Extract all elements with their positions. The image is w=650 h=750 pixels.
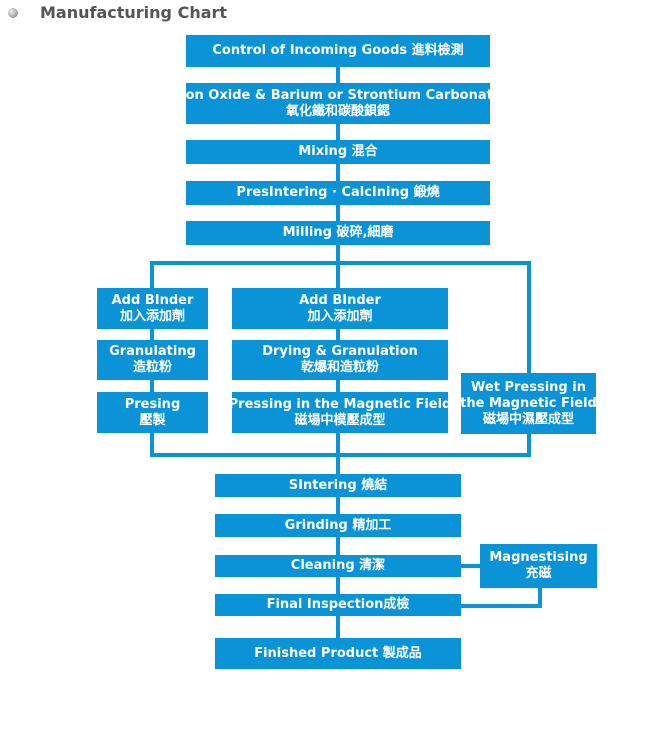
step-label-zh: 磁場中模壓成型 — [294, 412, 386, 428]
step-sintering: SIntering 燒結 — [215, 474, 461, 497]
step-label: Finished Product 製成品 — [254, 645, 422, 661]
step-presintering: PresIntering · CalcIning 鍛燒 — [186, 181, 490, 205]
connector-mid — [336, 261, 340, 661]
step-label: Final Inspection成檢 — [266, 597, 410, 612]
step-label: Magnestising — [489, 550, 588, 565]
step-label: Milling 破碎,細磨 — [282, 225, 394, 240]
step-label: Control of Incoming Goods 進料檢測 — [212, 43, 464, 58]
step-incoming-control: Control of Incoming Goods 進料檢測 — [186, 35, 490, 67]
step-label: Grinding 精加工 — [284, 517, 392, 533]
step-label: Mixing 混合 — [298, 144, 378, 159]
bullet-icon — [8, 8, 18, 18]
step-label-zh: 磁場中濕壓成型 — [482, 411, 574, 427]
connector-main-top — [336, 67, 340, 263]
connector-loop-top — [150, 261, 531, 265]
step-label-zh: 壓製 — [139, 412, 166, 428]
step-mixing: Mixing 混合 — [186, 140, 490, 164]
step-label: Iron Oxide & Barium or Strontium Carbona… — [174, 87, 502, 103]
step-label: PresIntering · CalcIning 鍛燒 — [236, 185, 440, 200]
connector-loop-right — [527, 261, 531, 457]
step-label-line2: the Magnetic Field — [460, 395, 597, 411]
connector-magnet-final — [461, 604, 542, 608]
step-label: Cleaning 清潔 — [290, 558, 386, 573]
step-label: SIntering 燒結 — [288, 477, 388, 493]
step-label: Drying & Granulation — [262, 344, 418, 359]
step-finished-product: Finished Product 製成品 — [215, 638, 461, 669]
step-final-inspection: Final Inspection成檢 — [215, 594, 461, 616]
step-label-zh: 加入添加劑 — [119, 308, 185, 324]
step-label-zh: 乾爆和造粒粉 — [300, 360, 379, 375]
step-label-zh: 加入添加劑 — [307, 308, 373, 324]
step-grinding: Grinding 精加工 — [215, 514, 461, 537]
step-cleaning: Cleaning 清潔 — [215, 555, 461, 577]
connector-cleaning-magnet — [461, 564, 481, 568]
step-label: Add BInder — [111, 292, 194, 308]
page-title: Manufacturing Chart — [40, 3, 228, 22]
step-label: Pressing in the Magnetic Field — [228, 396, 452, 412]
step-label: Presing — [124, 396, 181, 412]
step-label: Add BInder — [299, 292, 381, 308]
step-milling: Milling 破碎,細磨 — [186, 221, 490, 245]
connector-magnet-down — [538, 588, 542, 608]
step-label: Granulating — [109, 344, 196, 359]
step-raw-materials: Iron Oxide & Barium or Strontium Carbona… — [174, 83, 502, 124]
connector-loop-bottom — [150, 453, 531, 457]
step-label-zh: 氧化鐵和碳酸鋇鍶 — [285, 103, 390, 119]
step-label-zh: 造粒粉 — [132, 360, 172, 375]
step-label-zh: 充磁 — [525, 566, 552, 581]
step-label: Wet Pressing in — [471, 379, 586, 395]
